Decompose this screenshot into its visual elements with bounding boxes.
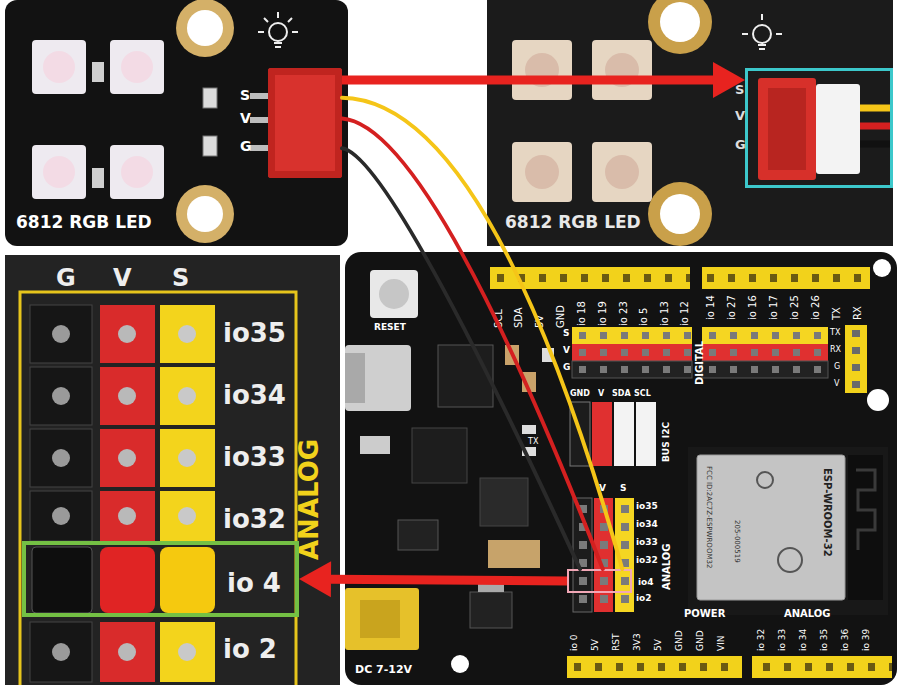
node-label: 6812 RGB LED: [505, 214, 641, 231]
pin-label: V: [834, 380, 839, 388]
pin-label: BUS I2C: [662, 422, 671, 462]
pin-label: GND: [570, 390, 590, 398]
pin-label: GND: [696, 630, 705, 651]
pin-label: io 33: [778, 629, 787, 651]
pin-label: 5V: [591, 639, 600, 651]
pin-label: DIGITAL: [695, 341, 705, 385]
pin-label: S: [563, 329, 569, 338]
pin-label: io 39: [862, 629, 871, 651]
pin-label: SCL: [634, 390, 651, 398]
pin-label: RX: [830, 346, 841, 354]
node-label: G: [735, 138, 746, 151]
pin-label: G: [834, 363, 840, 371]
pin-label: io32: [223, 506, 286, 532]
node-label: V: [735, 109, 745, 122]
pin-label: io 23: [619, 301, 629, 326]
pin-label: io 16: [748, 295, 758, 320]
pin-label: SDA: [612, 390, 631, 398]
pin-label: TX: [830, 329, 840, 337]
pin-label: TX: [832, 307, 842, 320]
pin-label: 5V: [654, 639, 663, 651]
node-label: 6812 RGB LED: [16, 214, 152, 231]
pin-label: 205-000519: [733, 520, 740, 563]
pin-label: io35: [636, 502, 658, 511]
pin-label: io 36: [841, 629, 850, 651]
pin-label: ANALOG: [784, 609, 831, 619]
pin-label: ANALOG: [662, 543, 672, 590]
pin-label: V: [563, 346, 570, 355]
pin-row-highlight: io4: [567, 569, 632, 593]
pin-label: SDA: [514, 307, 524, 328]
pin-label: 5V: [535, 315, 545, 328]
pin-label: io 32: [757, 629, 766, 651]
pin-label: io34: [223, 382, 286, 408]
pin-label: io 27: [727, 295, 737, 320]
pin-label: ESP-WROOM-32: [822, 468, 832, 557]
pin-label: io 5: [639, 308, 649, 326]
pin-row-highlight: io 4: [22, 541, 299, 617]
pin-label: io 17: [769, 295, 779, 320]
pin-label: io 18: [577, 301, 587, 326]
connector-highlight: SVG: [745, 68, 893, 188]
pin-label: G: [563, 363, 570, 372]
node-label: S: [240, 88, 250, 102]
pin-label: V: [599, 484, 606, 493]
node-label: io4: [638, 578, 654, 587]
pin-label: 3V3: [633, 633, 642, 651]
pin-label: io2: [636, 594, 652, 603]
pin-label: io 35: [820, 629, 829, 651]
pin-label: io32: [636, 556, 658, 565]
pin-label: io 19: [598, 301, 608, 326]
led-module: 6812 RGB LED SVG: [5, 0, 348, 246]
pin-label: V: [598, 390, 604, 398]
pin-label: S: [172, 266, 189, 290]
pin-label: RST: [612, 634, 621, 651]
pin-label: DC 7-12V: [355, 664, 412, 675]
zoom-inset: ANALOG io 4: [5, 255, 340, 685]
node-label: V: [240, 111, 251, 125]
node-label: G: [240, 139, 252, 153]
node-label: RESET: [374, 323, 406, 332]
pin-label: io 0: [570, 634, 579, 651]
pin-label: FCC ID:2AC7Z-ESPWROOM32: [705, 466, 712, 568]
pin-label: TX: [528, 438, 538, 446]
pin-label: io 12: [680, 301, 690, 326]
pin-label: VIN: [717, 635, 726, 651]
pin-label: SCL: [494, 309, 504, 328]
led-module-photo: 6812 RGB LEDSVG: [487, 0, 893, 246]
pin-label: io34: [636, 520, 658, 529]
node-label: io 4: [227, 570, 281, 596]
pin-label: io35: [223, 320, 286, 346]
pin-label: io33: [223, 444, 286, 470]
pin-label: io33: [636, 538, 658, 547]
pin-label: GND: [556, 305, 566, 328]
pin-label: POWER: [684, 609, 725, 619]
pin-label: RX: [853, 306, 863, 320]
pin-label: V: [113, 266, 132, 290]
pin-label: io 26: [811, 295, 821, 320]
pin-label: G: [56, 266, 76, 290]
pin-label: io 13: [660, 301, 670, 326]
pin-label: S: [620, 484, 626, 493]
pin-label: io 2: [223, 636, 277, 662]
node-label: ANALOG: [296, 439, 322, 560]
pin-label: GND: [675, 630, 684, 651]
connector: SVG: [268, 68, 342, 178]
pin-label: io 14: [706, 295, 716, 320]
pin-label: io 25: [790, 295, 800, 320]
pin-label: io 34: [799, 629, 808, 651]
node-label: S: [735, 83, 744, 96]
